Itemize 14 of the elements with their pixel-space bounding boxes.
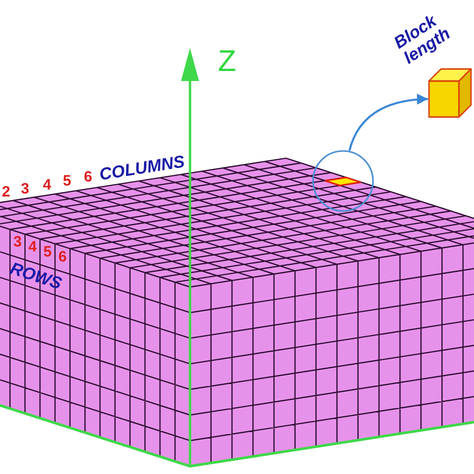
- column-number: 4: [42, 178, 52, 192]
- row-number: 4: [28, 239, 37, 254]
- column-number: 3: [20, 182, 30, 196]
- row-number: 6: [58, 249, 67, 264]
- axis-label: Z: [218, 47, 236, 77]
- column-heading: COLUMNS: [98, 152, 186, 184]
- cube-icon: [428, 68, 472, 118]
- column-number: 6: [84, 170, 92, 184]
- curved-arrow: [348, 94, 428, 151]
- column-number: 2: [2, 184, 10, 200]
- row-number: 5: [43, 244, 52, 259]
- magnifier-circle: [312, 150, 374, 212]
- row-number: 3: [13, 234, 22, 249]
- column-number: 5: [62, 174, 72, 188]
